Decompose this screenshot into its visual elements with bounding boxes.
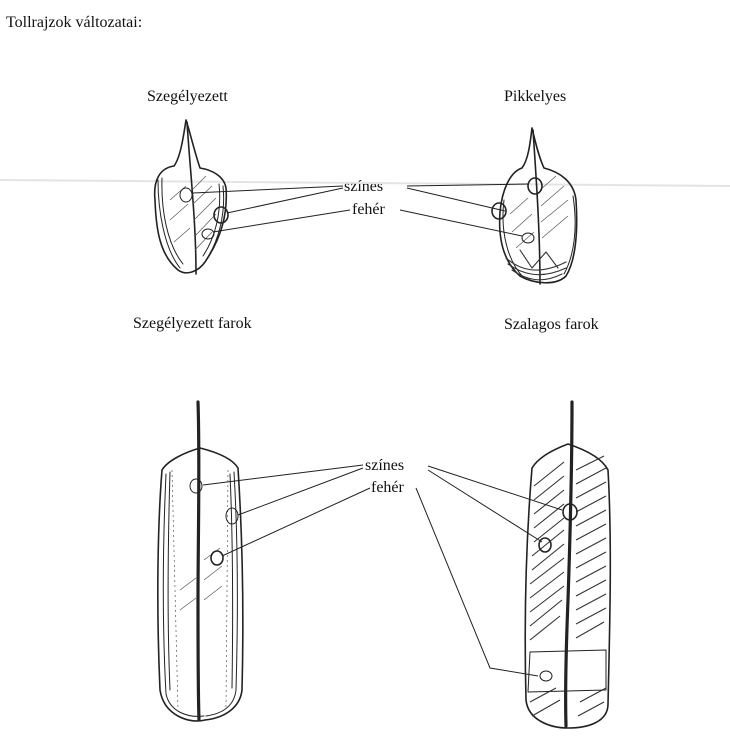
- leader-lines-bottom: [202, 464, 563, 677]
- callout-white-top: fehér: [352, 201, 385, 218]
- feather-edged-drawing: [153, 119, 229, 275]
- feather-title-banded-tail: Szalagos farok: [504, 316, 599, 333]
- leader-lines-top: [192, 183, 529, 237]
- paper-fold: [0, 179, 730, 187]
- feather-edged-tail-drawing: [157, 400, 244, 722]
- feather-banded-tail-drawing: [524, 400, 612, 729]
- callout-colored-bottom: színes: [365, 457, 405, 474]
- feather-scaled-drawing: [491, 127, 578, 285]
- callout-white-bottom: fehér: [371, 479, 404, 496]
- feather-title-edged-tail: Szegélyezett farok: [133, 315, 252, 332]
- feather-title-scaled: Pikkelyes: [504, 88, 567, 105]
- feather-title-edged: Szegélyezett: [147, 88, 228, 105]
- page-title: Tollrajzok változatai:: [6, 14, 143, 31]
